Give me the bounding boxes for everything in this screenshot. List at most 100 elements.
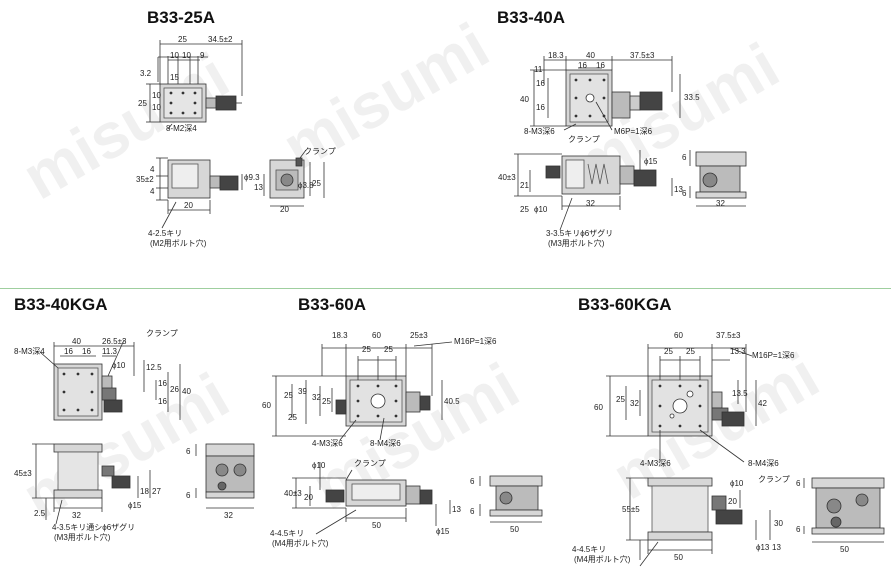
b33-40kga-side-view [32, 443, 151, 525]
dim-text: ϕ3.8 [298, 181, 314, 190]
b33-40kga-top-view [39, 339, 181, 421]
dim-text: 10 [152, 103, 161, 112]
dim-text: 35±2 [136, 175, 154, 184]
b33-60kga-end-view [803, 477, 885, 543]
dim-text: 6 [470, 477, 475, 486]
dim-text: 6 [682, 189, 687, 198]
dim-text: 11.3 [102, 347, 118, 356]
drawing-b33-25a [146, 40, 325, 229]
label-note: 4-M3深6 [312, 439, 343, 448]
dim-text: 25 [664, 347, 673, 356]
dim-text: ϕ13 [756, 543, 770, 552]
dim-text: 60 [594, 403, 603, 412]
dim-text: ϕ9.3 [244, 173, 260, 182]
dim-text: 25 [686, 347, 695, 356]
b33-25a-end-view [263, 149, 325, 207]
dim-text: ϕ10 [312, 461, 326, 470]
b33-60a-top-view [272, 341, 453, 441]
dim-text: ϕ15 [436, 527, 450, 536]
b33-60kga-side-view [626, 477, 771, 567]
dim-text: 16 [158, 379, 167, 388]
dim-text: 16 [536, 103, 545, 112]
dim-text: 25 [384, 345, 393, 354]
dim-text: 12.5 [146, 363, 162, 372]
dim-text: 13.3 [730, 347, 746, 356]
dim-text: 18.3 [548, 51, 564, 60]
label-hole: 4-4.5キリ [270, 529, 304, 538]
dim-text: 25±3 [410, 331, 428, 340]
dim-text: 45±3 [14, 469, 32, 478]
label-hole-sub: (M4用ボルト穴) [272, 538, 329, 548]
drawing-b33-40a [514, 56, 747, 231]
dim-text: 4 [150, 187, 155, 196]
label-hole-sub: (M2用ボルト穴) [150, 238, 207, 248]
label-hole-sub: (M3用ボルト穴) [54, 532, 111, 542]
dim-text: 60 [372, 331, 381, 340]
dim-text: 13 [772, 543, 781, 552]
dim-text: 32 [586, 199, 595, 208]
b33-40kga-end-view [195, 443, 255, 509]
dim-text: 10 [170, 51, 179, 60]
title-b33-60a: B33-60A [298, 295, 367, 314]
dim-text: 6 [682, 153, 687, 162]
dim-text: 42 [758, 399, 767, 408]
dim-text: 25 [138, 99, 147, 108]
dim-text: 16 [158, 397, 167, 406]
b33-25a-top-view [146, 40, 243, 130]
dim-text: 32 [224, 511, 233, 520]
dim-text: 18.3 [332, 331, 348, 340]
dim-text: 2.5 [34, 509, 46, 518]
dim-text: 60 [674, 331, 683, 340]
drawing-b33-60a [272, 341, 543, 535]
label-hole: 4-3.5キリ通シϕ6ザグリ [52, 522, 135, 532]
label-hole: 4-2.5キリ [148, 229, 182, 238]
b33-60a-end-view [479, 475, 543, 523]
dim-text: 37.5±3 [630, 51, 655, 60]
label-note: 8-M4深6 [370, 439, 401, 448]
dim-text: ϕ15 [128, 501, 142, 510]
dim-text: 16 [64, 347, 73, 356]
dim-text: 6 [186, 447, 191, 456]
label-hole-sub: (M3用ボルト穴) [548, 238, 605, 248]
title-b33-40kga: B33-40KGA [14, 295, 108, 314]
b33-40a-side-view [514, 150, 673, 231]
dim-text: 33.5 [684, 93, 700, 102]
dim-text: 34.5±2 [208, 35, 233, 44]
dim-text: 32 [630, 399, 639, 408]
dim-text: ϕ10 [730, 479, 744, 488]
label-note: M16P=1深6 [454, 337, 497, 346]
dim-text: 9 [200, 51, 205, 60]
dim-text: 25 [178, 35, 187, 44]
dim-text: 40±3 [284, 489, 302, 498]
label-note: 4-M3深6 [640, 459, 671, 468]
label-note: M6P=1深6 [614, 127, 653, 136]
label-note: 8-M3深4 [14, 347, 45, 356]
dim-text: 60 [262, 401, 271, 410]
section-divider [0, 288, 891, 289]
dim-text: 32 [72, 511, 81, 520]
drawing-b33-40kga [32, 339, 255, 525]
dim-text: 18 [140, 487, 149, 496]
label-note: 8-M4深6 [748, 459, 779, 468]
b33-40a-end-view [689, 150, 747, 207]
dim-text: 32 [312, 393, 321, 402]
dim-text: 37.5±3 [716, 331, 741, 340]
dim-text: ϕ10 [534, 205, 548, 214]
dim-text: 25 [284, 391, 293, 400]
dim-text: 6 [470, 507, 475, 516]
dim-text: 3.2 [140, 69, 152, 78]
dim-text: 20 [728, 497, 737, 506]
label-hole-sub: (M4用ボルト穴) [574, 554, 631, 564]
dim-text: 55±5 [622, 505, 640, 514]
dim-text: 50 [840, 545, 849, 554]
label-clamp: クランプ [354, 459, 386, 468]
dim-text: 13 [254, 183, 263, 192]
dim-text: 20 [304, 493, 313, 502]
dim-text: 25 [616, 395, 625, 404]
label-clamp: クランプ [146, 329, 178, 338]
dim-text: 40 [586, 51, 595, 60]
dim-text: 40.5 [444, 397, 460, 406]
dim-text: 13 [674, 185, 683, 194]
dim-text: 16 [596, 61, 605, 70]
label-hole: 4-4.5キリ [572, 545, 606, 554]
